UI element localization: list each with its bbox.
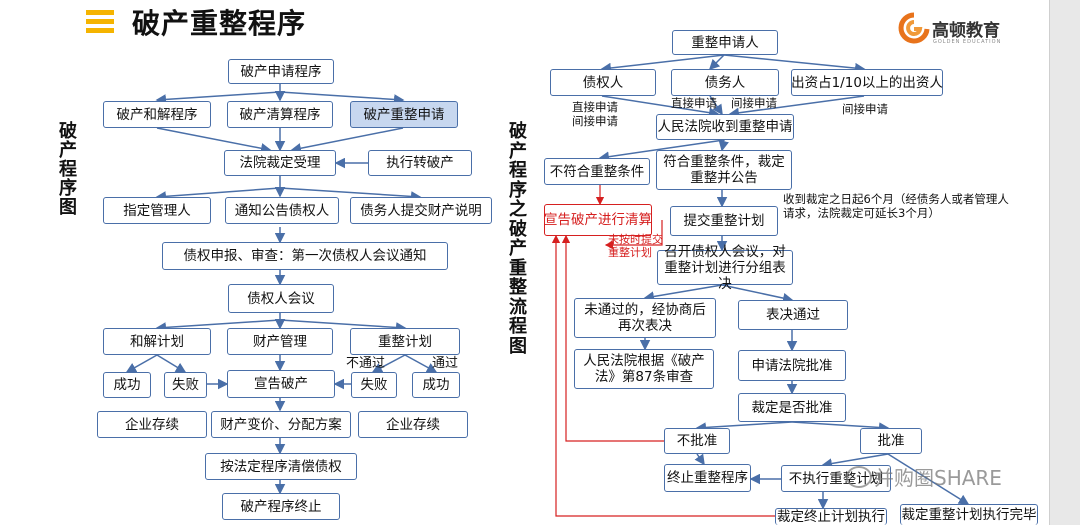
logo-subtitle: GOLDEN EDUCATION [933, 39, 1002, 45]
node-repay-claims: 按法定程序清偿债权 [205, 453, 357, 480]
node-enterprise-survive-1: 企业存续 [97, 411, 207, 438]
node-declare-bankrupt: 宣告破产 [227, 370, 335, 398]
left-vertical-title: 破产程序图 [59, 121, 77, 218]
node-approved: 批准 [860, 428, 922, 454]
label-direct-1a: 直接申请 [572, 100, 618, 114]
label-direct-2: 直接申请 [671, 96, 717, 110]
node-apply: 破产申请程序 [228, 59, 334, 84]
node-appoint-admin: 指定管理人 [103, 197, 211, 224]
node-not-approved: 不批准 [664, 428, 730, 454]
logo-mark-icon [898, 12, 930, 44]
node-debtor: 债务人 [671, 69, 779, 96]
label-passed: 通过 [432, 356, 459, 371]
node-declare-liquidation: 宣告破产进行清算 [544, 204, 652, 236]
window-edge [1049, 0, 1080, 525]
node-not-meet: 不符合重整条件 [544, 158, 650, 185]
node-terminate: 破产程序终止 [222, 493, 340, 520]
label-indirect-1: 间接申请 [572, 114, 618, 128]
label-indirect-3: 间接申请 [842, 102, 888, 116]
label-indirect-2: 间接申请 [731, 96, 777, 110]
node-terminate-reorg: 终止重整程序 [664, 464, 751, 492]
node-success-1: 成功 [103, 372, 151, 398]
node-execution-complete: 裁定重整计划执行完毕 [900, 504, 1038, 525]
node-creditor: 债权人 [550, 69, 656, 96]
chat-bubble-icon [846, 466, 872, 488]
node-liquidation: 破产清算程序 [227, 101, 333, 128]
node-debtor-explain: 债务人提交财产说明 [350, 197, 492, 224]
node-approve-decision: 裁定是否批准 [738, 393, 846, 422]
node-reorg-plan: 重整计划 [350, 328, 460, 355]
node-meeting-vote: 召开债权人会议，对重整计划进行分组表决 [657, 244, 793, 292]
logo-name: 高顿教育 [932, 21, 1000, 41]
page-title: 破产重整程序 [132, 7, 307, 40]
label-deadline-note: 收到裁定之日起6个月（经债务人或者管理人请求，法院裁定可延长3个月） [783, 192, 1009, 220]
node-notify-creditors: 通知公告债权人 [225, 197, 339, 224]
node-court-review: 人民法院根据《破产法》第87条审查 [574, 349, 714, 389]
node-apply-approval: 申请法院批准 [738, 350, 846, 381]
node-court-receive: 人民法院收到重整申请 [656, 114, 794, 140]
node-creditor-meeting: 债权人会议 [228, 284, 334, 313]
node-success-2: 成功 [412, 372, 460, 398]
node-investor: 出资占1/10以上的出资人 [791, 69, 943, 96]
label-not-passed: 不通过 [346, 356, 386, 371]
node-court-accept: 法院裁定受理 [224, 150, 336, 176]
node-exec-to-bankrupt: 执行转破产 [368, 150, 472, 176]
node-enterprise-survive-2: 企业存续 [358, 411, 468, 438]
node-meet: 符合重整条件，裁定重整并公告 [656, 150, 792, 190]
menu-bars-icon [86, 6, 114, 37]
node-submit-plan: 提交重整计划 [670, 206, 778, 236]
node-asset-sale: 财产变价、分配方案 [211, 411, 351, 438]
node-reconcile: 破产和解程序 [103, 101, 211, 128]
node-property-mgmt: 财产管理 [227, 328, 333, 355]
node-not-passed: 未通过的，经协商后再次表决 [574, 298, 716, 338]
brand-logo: 高顿教育 GOLDEN EDUCATION [898, 12, 1013, 48]
node-settlement-plan: 和解计划 [103, 328, 211, 355]
node-reorg-apply: 破产重整申请 [350, 101, 458, 128]
node-applicant: 重整申请人 [672, 30, 778, 55]
node-terminate-execution: 裁定终止计划执行 [775, 508, 887, 525]
right-vertical-title: 破产程序之破产重整流程图 [509, 121, 527, 357]
node-claim-review: 债权申报、审查：第一次债权人会议通知 [162, 242, 448, 270]
node-fail-2: 失败 [351, 372, 397, 398]
node-vote-passed: 表决通过 [738, 300, 848, 330]
node-fail-1: 失败 [164, 372, 207, 398]
label-not-submitted: 未按时提交重整计划 [608, 233, 663, 259]
watermark: 并购圈SHARE [874, 466, 1002, 490]
